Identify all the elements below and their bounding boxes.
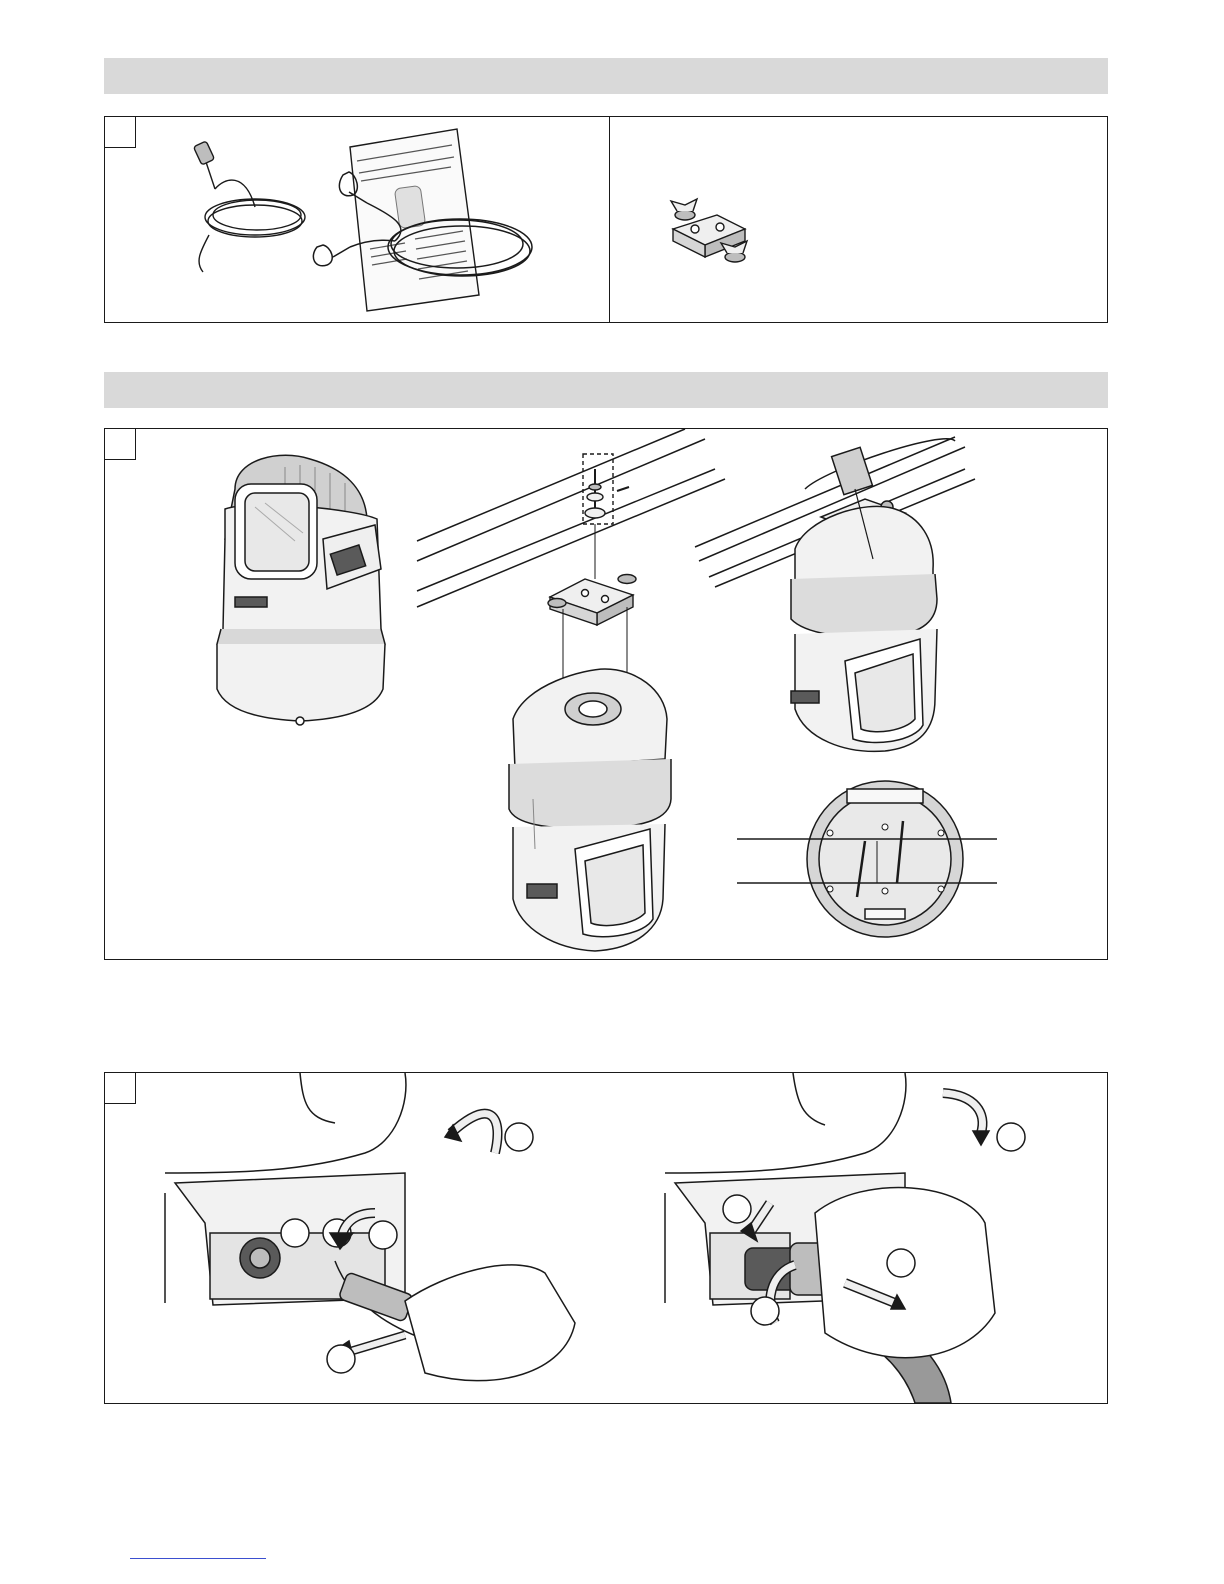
footer-rule: [130, 1558, 266, 1559]
section-header-band-2: [104, 372, 1108, 408]
fixture-upright-icon: [217, 455, 385, 725]
connect-step-illustration: [165, 1073, 575, 1381]
fixture-inverted-icon: [509, 669, 671, 951]
mounting-bracket-icon: [671, 199, 747, 262]
accessories-panel: [104, 116, 1108, 323]
fixture-mounted-icon: [791, 447, 937, 751]
installation-illustration: [105, 429, 1107, 959]
truss-pipe-left: [417, 429, 725, 607]
section-header-band-1: [104, 58, 1108, 94]
connection-panel: [104, 1072, 1108, 1404]
base-underside-icon: [737, 781, 997, 937]
accessories-illustration: [105, 117, 1107, 322]
power-cable-icon: [193, 141, 305, 272]
disconnect-step-illustration: [665, 1073, 1025, 1403]
installation-panel: [104, 428, 1108, 960]
connection-illustration: [105, 1073, 1107, 1403]
